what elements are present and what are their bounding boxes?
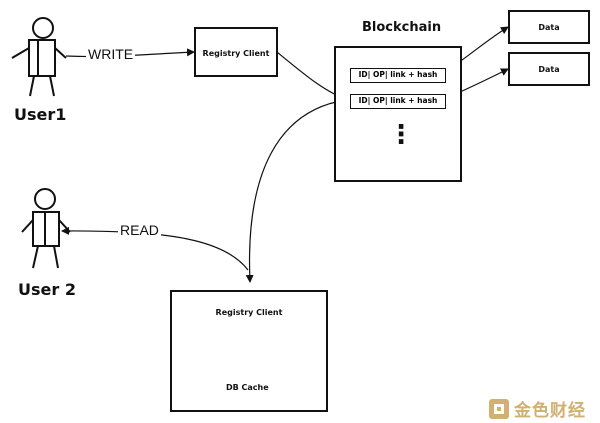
user2-figure — [21, 188, 71, 269]
data-box-2-label: Data — [538, 65, 560, 74]
blockchain-entry-1: ID| OP| link + hash — [350, 68, 446, 83]
read-edge-label: READ — [118, 222, 161, 238]
db-cache-label: DB Cache — [226, 383, 269, 392]
watermark-logo-icon — [489, 398, 509, 419]
blockchain-entry-2: ID| OP| link + hash — [350, 94, 446, 109]
data-box-2: Data — [508, 52, 590, 86]
data-box-1: Data — [508, 10, 590, 44]
watermark-text: 金色财经 — [514, 401, 586, 421]
blockchain-ellipsis: ⋮ — [388, 120, 414, 150]
data-box-1-label: Data — [538, 23, 560, 32]
user1-label: User1 — [14, 105, 67, 124]
blockchain-to-cache-arrow — [245, 99, 347, 283]
write-edge-label: WRITE — [86, 46, 136, 62]
user2-label: User 2 — [18, 280, 76, 299]
watermark: 金色财经 — [488, 396, 586, 421]
read-arrow — [61, 226, 249, 271]
registry-client-top-box: Registry Client — [194, 27, 278, 77]
registry-client-top-label: Registry Client — [202, 49, 270, 58]
user1-figure — [11, 17, 67, 97]
registry-client-bottom-label: Registry Client — [215, 308, 283, 317]
registry-client-bottom-box: Registry Client DB Cache — [170, 290, 328, 412]
blockchain-title: Blockchain — [362, 20, 442, 35]
blockchain-box: ID| OP| link + hash ID| OP| link + hash … — [334, 46, 462, 182]
